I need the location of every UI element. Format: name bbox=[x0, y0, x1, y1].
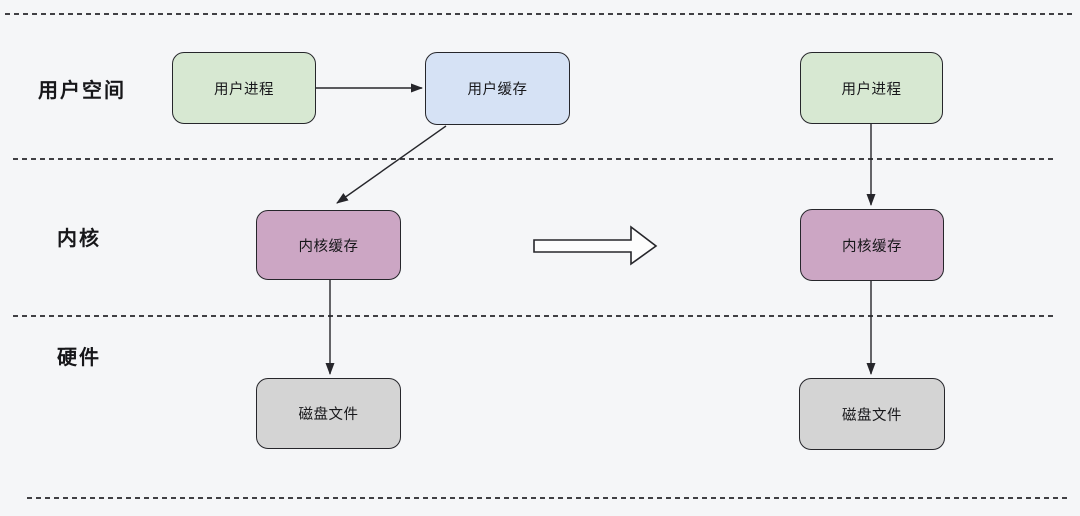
arrow-user-buffer-to-kernel-buffer bbox=[336, 125, 447, 204]
node-kernel-buffer-right-label: 内核缓存 bbox=[842, 238, 902, 255]
node-disk-file-right: 磁盘文件 bbox=[799, 378, 945, 450]
node-kernel-buffer-left-label: 内核缓存 bbox=[298, 238, 359, 255]
node-disk-file-left: 磁盘文件 bbox=[256, 378, 401, 449]
node-kernel-buffer-right: 内核缓存 bbox=[800, 209, 944, 281]
node-user-process-right-label: 用户进程 bbox=[841, 81, 902, 98]
node-user-process-left-label: 用户进程 bbox=[214, 81, 274, 98]
node-user-buffer: 用户缓存 bbox=[425, 52, 570, 125]
node-kernel-buffer-left: 内核缓存 bbox=[256, 210, 401, 280]
layer-label-kernel: 内核 bbox=[57, 228, 101, 250]
node-user-process-right: 用户进程 bbox=[800, 52, 943, 124]
node-disk-file-left-label: 磁盘文件 bbox=[298, 407, 359, 423]
layer-label-hardware: 硬件 bbox=[57, 347, 101, 369]
node-user-process-left: 用户进程 bbox=[172, 52, 316, 124]
node-disk-file-right-label: 磁盘文件 bbox=[842, 407, 902, 424]
transition-arrow bbox=[533, 225, 658, 266]
layer-label-user-space: 用户空间 bbox=[38, 80, 126, 102]
node-user-buffer-label: 用户缓存 bbox=[467, 82, 528, 98]
